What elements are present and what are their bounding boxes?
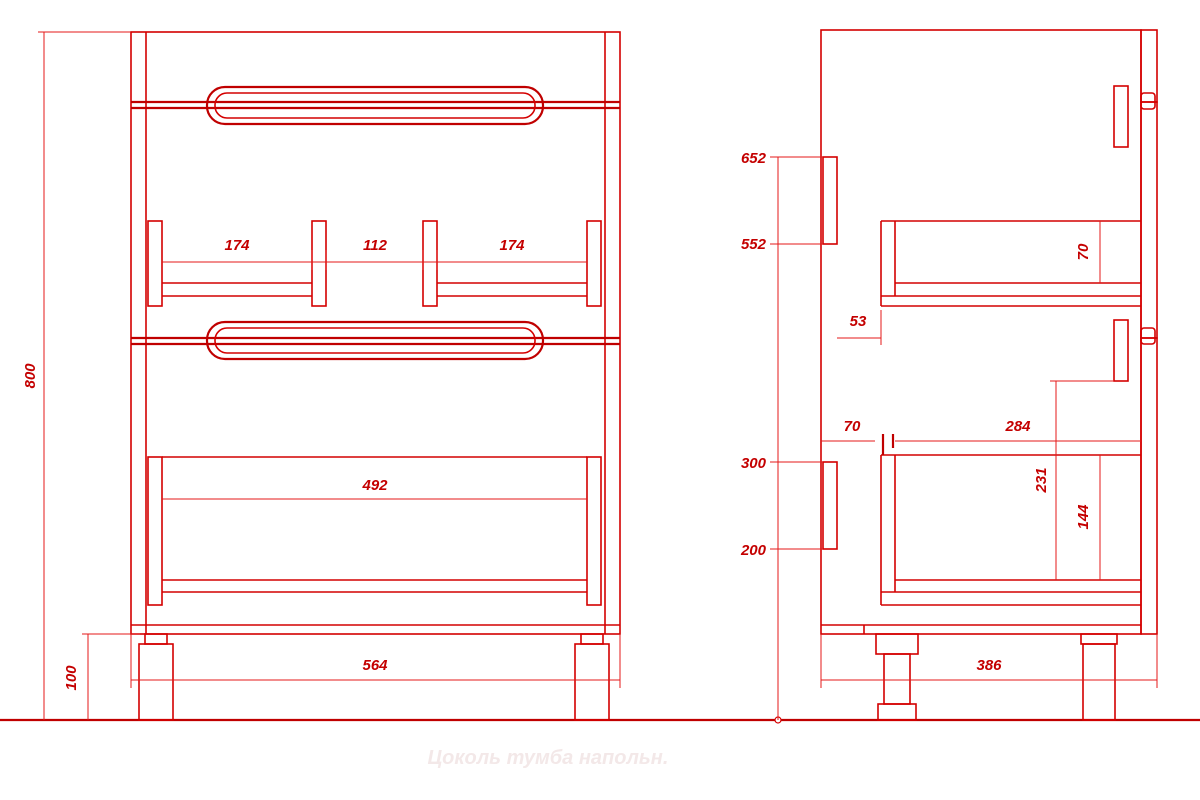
- lower-tray: [147, 456, 602, 606]
- dim-drawer-depth: 284: [1004, 418, 1031, 435]
- dim-total-height: 800: [22, 363, 39, 389]
- side-lower-drawer: [880, 454, 1141, 606]
- level-552: 552: [741, 236, 767, 253]
- drawing-caption: Цоколь тумба напольн.: [428, 747, 669, 769]
- dim-total-depth: 386: [976, 657, 1002, 674]
- lower-handle: [131, 320, 620, 361]
- dim-offset-53: 53: [850, 313, 867, 330]
- dim-total-width: 564: [362, 657, 388, 674]
- dim-front-offset: 70: [844, 418, 861, 435]
- upper-tray-left: [147, 220, 327, 307]
- level-300: 300: [741, 455, 767, 472]
- dim-lower-tray-width: 492: [361, 477, 388, 494]
- front-view: 800 100 564 174 112 174 492: [22, 31, 621, 721]
- dim-lower-drawer-height: 144: [1075, 504, 1092, 530]
- dim-upper-tray-left: 174: [224, 237, 250, 254]
- upper-handle: [131, 85, 620, 126]
- side-upper-drawer: [880, 220, 1141, 307]
- upper-tray-right: [422, 220, 602, 307]
- dim-lower-inner-height: 231: [1033, 467, 1050, 493]
- side-view: 652 552 300 200 70 53 70 284 231 144 386: [740, 29, 1158, 721]
- front-legs: [138, 633, 610, 721]
- dim-leg-height: 100: [63, 665, 80, 691]
- dim-upper-drawer-height: 70: [1075, 243, 1092, 260]
- dim-upper-tray-right: 174: [499, 237, 525, 254]
- level-200: 200: [740, 542, 767, 559]
- level-652: 652: [741, 150, 767, 167]
- side-legs: [875, 633, 1118, 721]
- dim-upper-gap: 112: [363, 237, 388, 254]
